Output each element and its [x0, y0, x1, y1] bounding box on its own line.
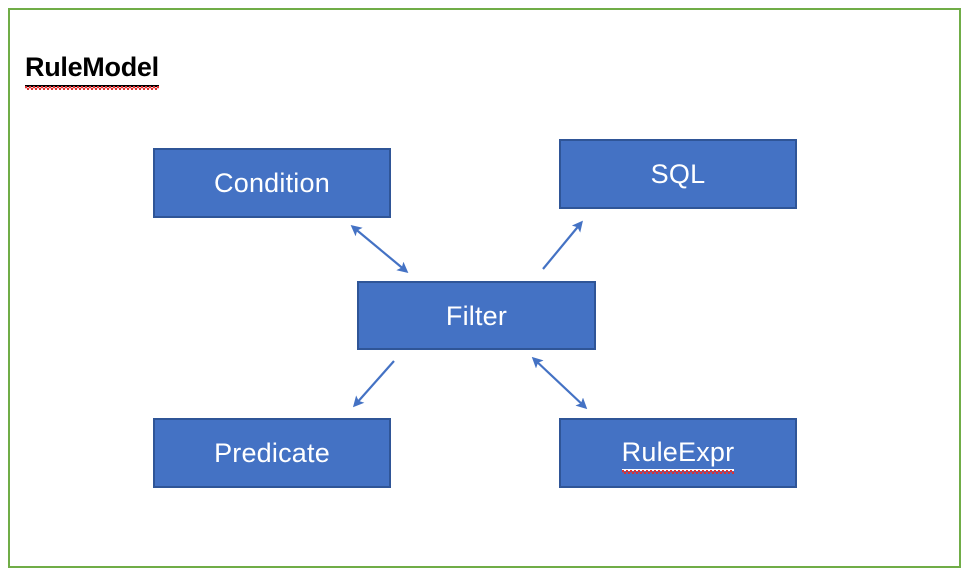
spellcheck-squiggle-icon [621, 469, 735, 474]
node-sql-label: SQL [650, 159, 706, 189]
node-filter-label: Filter [445, 300, 508, 331]
node-sql[interactable]: SQL [559, 139, 797, 209]
page-title-text: RuleModel [25, 52, 159, 82]
page-title: RuleModel [25, 50, 159, 90]
node-predicate[interactable]: Predicate [153, 418, 391, 488]
node-condition[interactable]: Condition [153, 148, 391, 218]
node-ruleexpr[interactable]: RuleExpr [559, 418, 797, 488]
node-condition-label: Condition [214, 168, 330, 198]
node-filter[interactable]: Filter [357, 281, 596, 350]
slide-border-frame [8, 8, 961, 568]
node-ruleexpr-label: RuleExpr [621, 436, 735, 467]
node-predicate-label: Predicate [214, 438, 330, 468]
